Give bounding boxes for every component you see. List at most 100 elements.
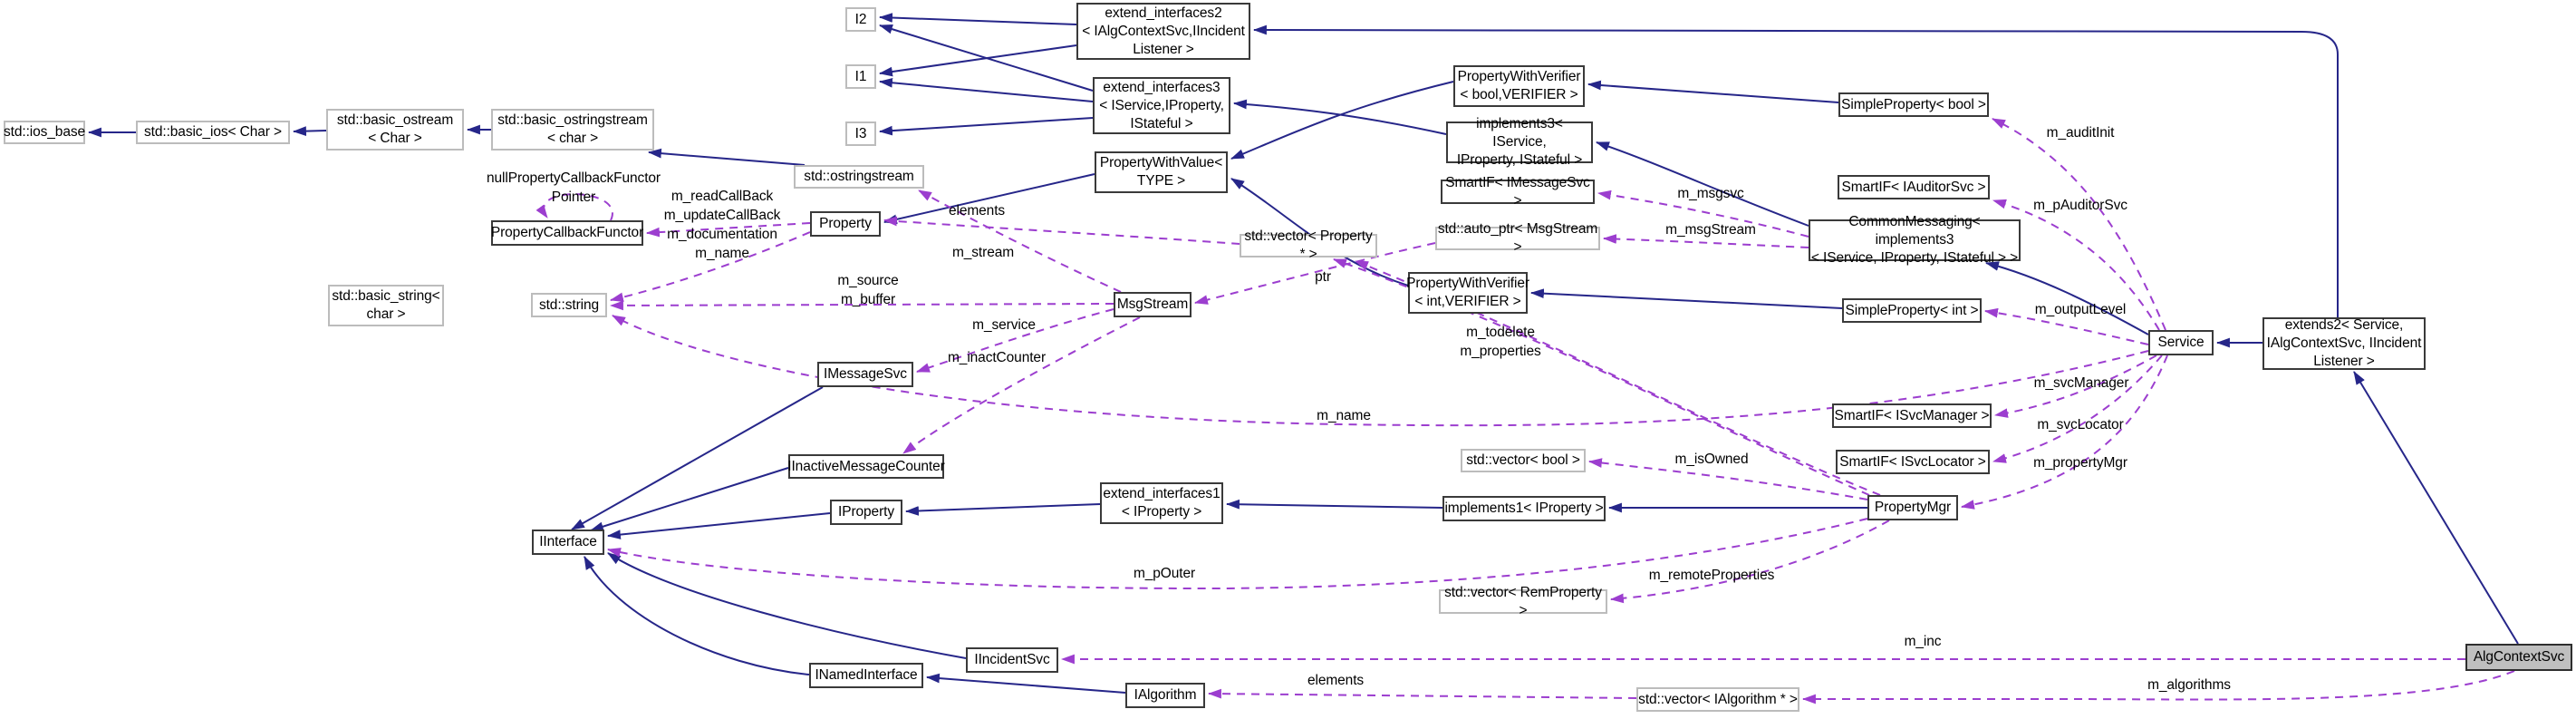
node-ei3[interactable]: extend_interfaces3 < IService,IProperty,… (1093, 77, 1230, 134)
edge-label-m-outputlevel: m_outputLevel (2034, 302, 2127, 317)
node-iincidentsvc[interactable]: IIncidentSvc (966, 647, 1058, 673)
edge-impl3-ei3 (1232, 99, 1447, 135)
edge-label-m-source: m_source m_buffer (837, 273, 899, 307)
edge-label-m-pauditorsvc: m_pAuditorSvc (2033, 198, 2127, 213)
node-smartif_loc[interactable]: SmartIF< ISvcLocator > (1836, 450, 1990, 474)
edge-label-m-isowned: m_isOwned (1674, 452, 1749, 467)
node-basic_ios[interactable]: std::basic_ios< Char > (136, 121, 290, 144)
edge-label-elements: elements (1307, 673, 1365, 688)
edge-label-m-stream: m_stream (951, 245, 1015, 260)
edge-ei1-iproperty (904, 503, 1101, 516)
edge-ei2-i1 (878, 44, 1077, 77)
edge-propertymgr-iinterface (606, 518, 1868, 590)
node-iinactive[interactable]: IInactiveMessageCounter (787, 454, 945, 479)
node-iproperty[interactable]: IProperty (830, 500, 902, 525)
node-basic_ostream[interactable]: std::basic_ostream < Char > (326, 109, 464, 151)
edge-common-autoptr (1602, 234, 1809, 248)
node-service[interactable]: Service (2148, 330, 2214, 355)
edge-impl1-ei1 (1225, 499, 1443, 510)
edge-label-m-svclocator: m_svcLocator (2037, 417, 2124, 432)
edge-service-smartif_loc (1992, 355, 2163, 463)
edge-label-m-svcmanager: m_svcManager (2033, 375, 2129, 391)
edge-msgstream-imessagesvc (915, 308, 1114, 373)
edge-autoptr-msgstream (1193, 242, 1436, 305)
edge-service-smartif_aud (1992, 199, 2160, 331)
node-i3[interactable]: I3 (845, 121, 876, 146)
node-smartif_mgr[interactable]: SmartIF< ISvcManager > (1832, 403, 1992, 428)
edge-common-impl3 (1595, 141, 1809, 227)
edge-label-m-msgsvc: m_msgsvc (1677, 186, 1744, 201)
node-algcontextsvc[interactable]: AlgContextSvc (2465, 644, 2572, 671)
node-basic_ostringstream[interactable]: std::basic_ostringstream < char > (491, 109, 654, 151)
node-common[interactable]: CommonMessaging< implements3 < IService,… (1809, 214, 2021, 266)
edge-iinactive-iinterface (589, 467, 789, 531)
edge-service-smartif_mgr (1993, 355, 2157, 418)
node-basic_string[interactable]: std::basic_string< char > (328, 285, 444, 326)
edge-label-m-algorithms: m_algorithms (2147, 677, 2231, 693)
node-pwv[interactable]: PropertyWithValue< TYPE > (1095, 151, 1228, 193)
node-i2[interactable]: I2 (845, 7, 876, 32)
node-stdstring[interactable]: std::string (531, 293, 607, 317)
node-pwvi[interactable]: PropertyWithVerifier < int,VERIFIER > (1406, 272, 1529, 314)
edge-vec_ialg-ialgorithm (1207, 688, 1637, 699)
node-ios_base[interactable]: std::ios_base (4, 121, 85, 144)
node-vec_bool[interactable]: std::vector< bool > (1461, 449, 1586, 472)
edge-label-m-todelete: m_todelete m_properties (1460, 325, 1541, 359)
edge-ei3-i1 (878, 77, 1094, 102)
edge-service-sp_int (1983, 307, 2149, 345)
edge-sp_bool-pwvb (1587, 80, 1839, 103)
node-autoptr[interactable]: std::auto_ptr< MsgStream > (1435, 221, 1600, 255)
node-ei2[interactable]: extend_interfaces2 < IAlgContextSvc,IInc… (1076, 3, 1250, 60)
edge-propertymgr-vec_bool (1587, 458, 1868, 500)
node-sp_int[interactable]: SimpleProperty< int > (1842, 298, 1982, 323)
edge-label-m-msgstream: m_msgStream (1665, 222, 1756, 238)
node-imessagesvc[interactable]: IMessageSvc (817, 362, 913, 387)
edge-ostringstream-basic_ostringstream (647, 148, 806, 166)
node-iinterface[interactable]: IInterface (532, 530, 604, 555)
edge-pwvb-pwv (1230, 81, 1454, 160)
edge-msgstream-ostringstream (918, 189, 1122, 293)
edge-service-sp_bool (1992, 118, 2166, 331)
node-vec_ialg[interactable]: std::vector< IAlgorithm * > (1636, 687, 1799, 712)
node-ostringstream[interactable]: std::ostringstream (794, 165, 924, 189)
edge-iincidentsvc-iinterface (607, 552, 967, 659)
node-extends2[interactable]: extends2< Service, IAlgContextSvc, IInci… (2262, 317, 2426, 370)
edge-inamed-iinterface (584, 556, 810, 675)
node-inamed[interactable]: INamedInterface (809, 663, 923, 688)
edge-pwv-property (883, 173, 1095, 225)
edge-label-m-readcallback: m_readCallBack m_updateCallBack m_docume… (663, 189, 781, 261)
node-property[interactable]: Property (810, 211, 881, 237)
edge-property-pcf (645, 222, 811, 238)
edge-algcontextsvc-vec_ialg (1801, 670, 2515, 704)
node-propertymgr[interactable]: PropertyMgr (1867, 495, 1958, 520)
node-ei1[interactable]: extend_interfaces1 < IProperty > (1100, 482, 1223, 524)
edge-propertymgr-vec_rem (1609, 520, 1890, 604)
node-smartif_aud[interactable]: SmartIF< IAuditorSvc > (1838, 175, 1990, 199)
edge-ei2-i2 (878, 13, 1077, 25)
edge-ei3-i3 (878, 117, 1094, 136)
node-msgstream[interactable]: MsgStream (1114, 292, 1192, 317)
node-ialgorithm[interactable]: IAlgorithm (1125, 683, 1205, 708)
edge-extends2-ei2 (1252, 24, 2339, 317)
node-vec_rem[interactable]: std::vector< RemProperty > (1439, 585, 1607, 618)
edge-label-elements: elements (948, 203, 1006, 219)
edge-service-stdstring (612, 315, 2149, 427)
node-impl1[interactable]: implements1< IProperty > (1442, 496, 1606, 521)
node-pcf[interactable]: PropertyCallbackFunctor (491, 220, 643, 246)
edge-label-m-service: m_service (972, 317, 1036, 333)
node-sp_bool[interactable]: SimpleProperty< bool > (1838, 92, 1989, 117)
node-vec_prop[interactable]: std::vector< Property * > (1240, 228, 1377, 262)
edge-label-m-propertymgr: m_propertyMgr (2033, 455, 2127, 471)
edge-ei3-i2 (878, 24, 1094, 92)
node-pwvb[interactable]: PropertyWithVerifier < bool,VERIFIER > (1453, 65, 1585, 107)
node-i1[interactable]: I1 (845, 64, 876, 89)
node-smartif_imsg[interactable]: SmartIF< IMessageSvc > (1441, 175, 1595, 209)
node-impl3[interactable]: implements3< IService, IProperty, IState… (1446, 116, 1593, 168)
edge-label-ptr: ptr (1315, 269, 1331, 285)
edge-label-nullpropertycallbackfunctor: nullPropertyCallbackFunctor Pointer (487, 170, 661, 205)
edge-label-m-inc: m_inc (1904, 634, 1942, 649)
edge-iproperty-iinterface (606, 512, 831, 539)
edge-pcf-pcf (535, 193, 613, 221)
